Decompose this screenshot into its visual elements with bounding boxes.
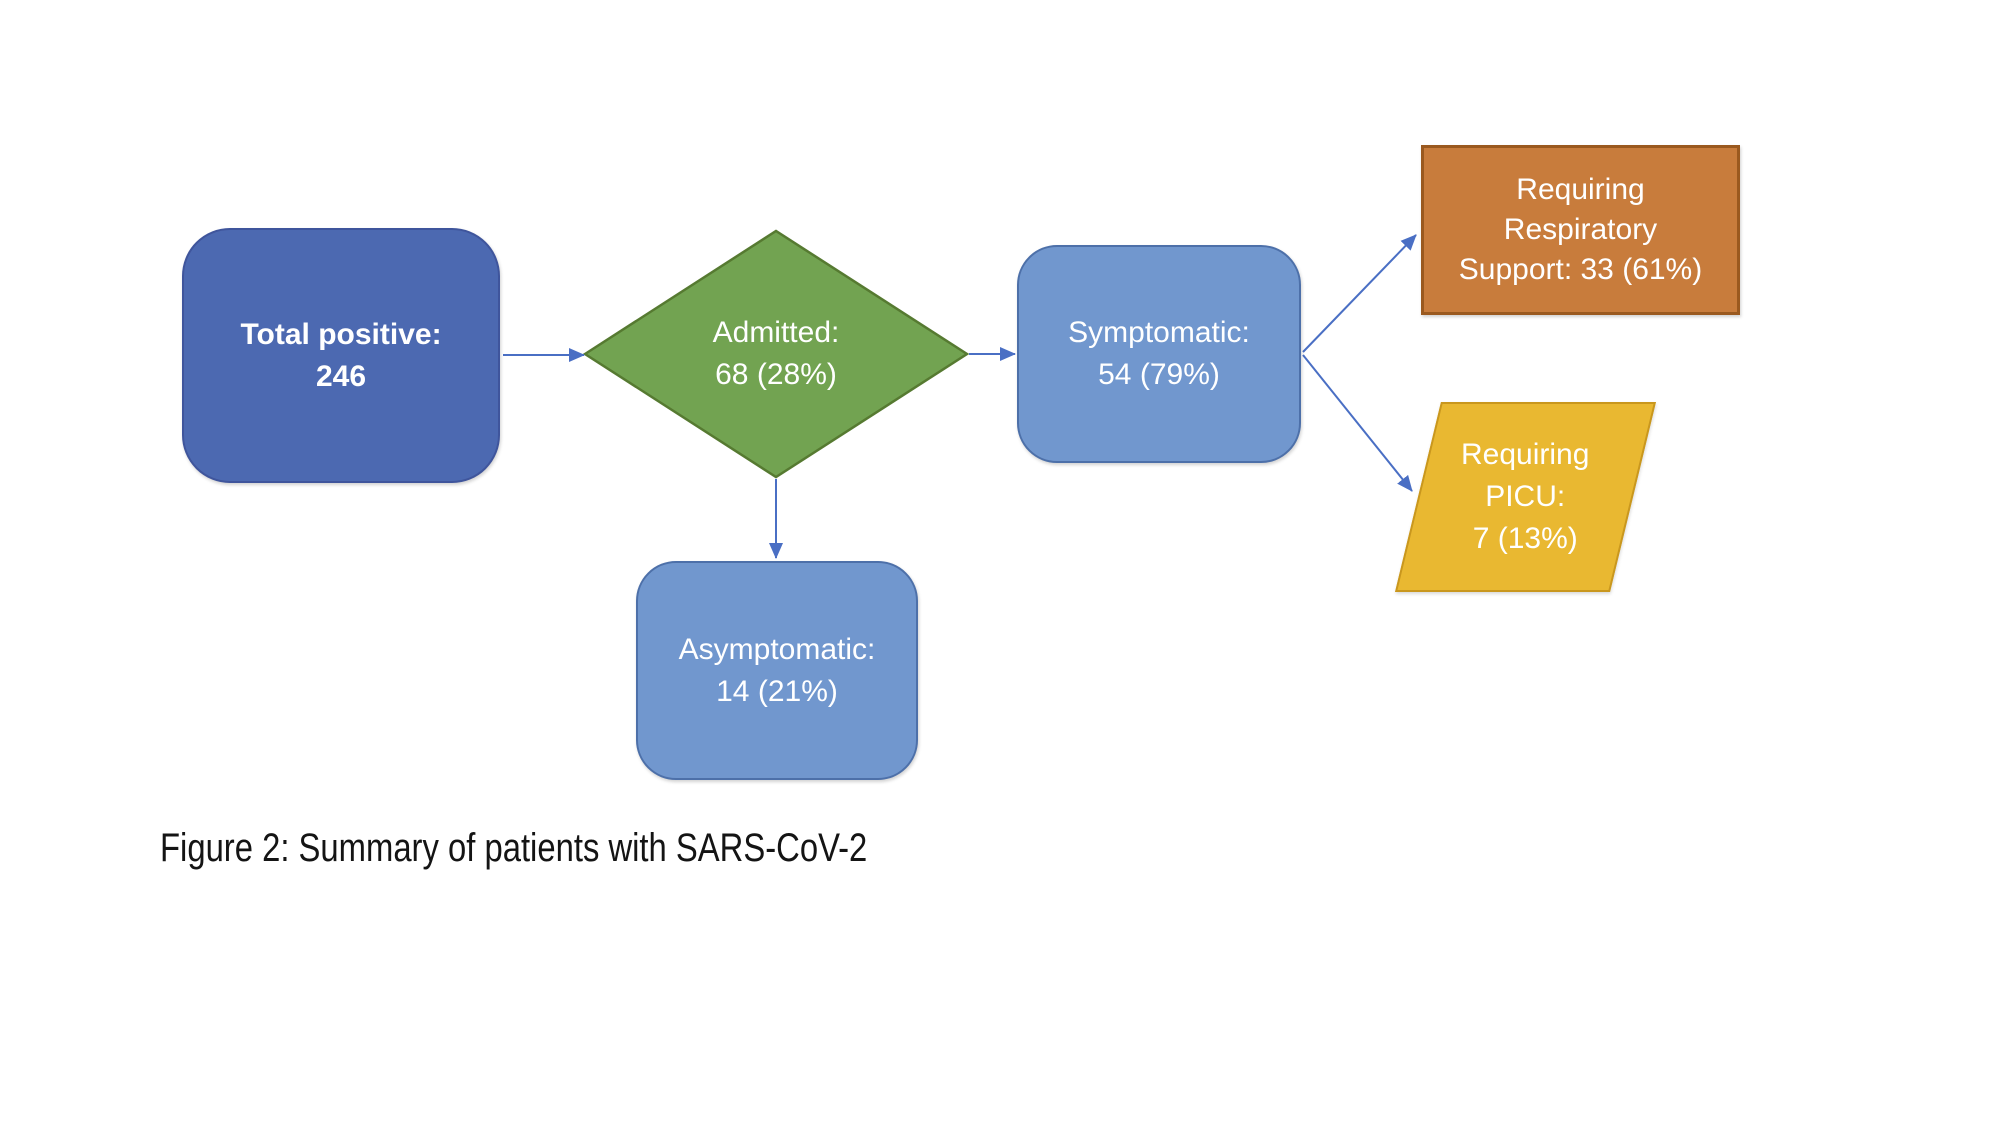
node-admitted-value: 68 (28%) <box>715 358 837 391</box>
node-asymptomatic-value: 14 (21%) <box>716 674 838 708</box>
node-symptomatic-label: Symptomatic: <box>1068 316 1250 349</box>
figure-caption: Figure 2: Summary of patients with SARS-… <box>160 826 868 870</box>
node-total-positive-label: Total positive: <box>240 317 442 351</box>
arrow-symptomatic-to-picu <box>1302 354 1413 492</box>
node-respiratory-line1: Requiring <box>1516 173 1645 206</box>
node-symptomatic-value: 54 (79%) <box>1098 358 1220 391</box>
node-respiratory-line2: Respiratory <box>1503 213 1658 246</box>
node-total-positive-value: 246 <box>315 359 367 393</box>
node-picu-line1: Requiring <box>1461 438 1590 471</box>
node-picu-line3: 7 (13%) <box>1472 522 1579 555</box>
node-picu-line2: PICU: <box>1485 480 1566 513</box>
arrow-symptomatic-to-respiratory <box>1302 234 1417 353</box>
node-requiring-picu: Requiring PICU: 7 (13%) <box>1395 402 1656 592</box>
node-total-positive: Total positive: 246 <box>182 228 500 483</box>
node-symptomatic: Symptomatic: 54 (79%) <box>1017 245 1301 463</box>
node-requiring-respiratory-support: Requiring Respiratory Support: 33 (61%) <box>1421 145 1740 315</box>
node-respiratory-line3: Support: 33 (61%) <box>1458 253 1703 286</box>
node-admitted: Admitted: 68 (28%) <box>586 232 966 476</box>
node-asymptomatic-label: Asymptomatic: <box>678 632 876 666</box>
node-asymptomatic: Asymptomatic: 14 (21%) <box>636 561 918 780</box>
node-admitted-label: Admitted: <box>712 316 840 349</box>
node-requiring-picu-text: Requiring PICU: 7 (13%) <box>1461 434 1589 560</box>
